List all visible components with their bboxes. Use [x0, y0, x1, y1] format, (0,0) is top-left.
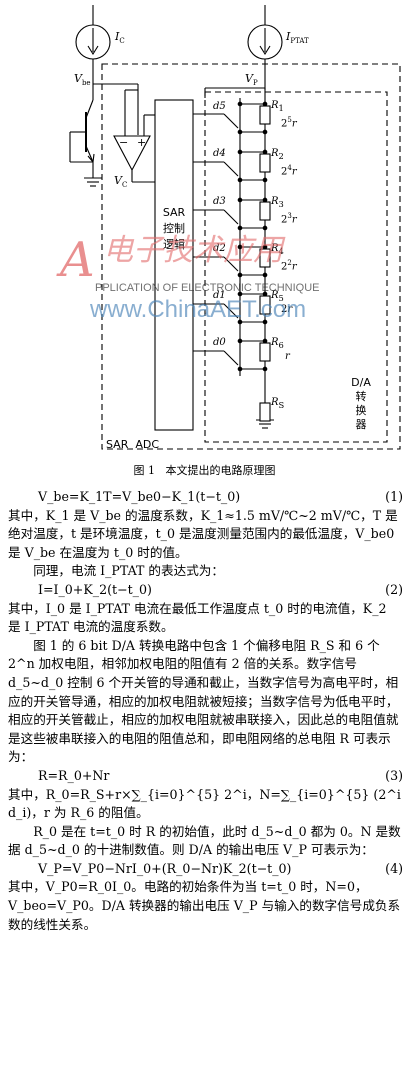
sar-logic-label: SAR 控制 逻辑 [162, 206, 186, 251]
watermark-logo-icon: A [60, 232, 95, 288]
switch-icon [193, 101, 268, 135]
resistor-label-rs: RS [271, 397, 285, 410]
switch-icon [193, 244, 268, 278]
resistor-label-r3: R3 23r [271, 196, 297, 226]
label-vp: VP [245, 72, 258, 88]
resistor-icon [259, 402, 271, 422]
sar-logic-block [154, 99, 194, 431]
comparator-minus: − [119, 136, 129, 149]
resistor-icon [259, 342, 271, 362]
switch-label-d2: d2 [213, 243, 226, 254]
switch-label-d0: d0 [213, 337, 226, 348]
body-text: V_be=K_1T=V_be0−K_1(t−t_0)(1) 其中，K_1 是 V… [8, 488, 403, 934]
comparator-icon [113, 135, 151, 172]
switch-label-d5: d5 [213, 101, 226, 112]
paragraph-1: 其中，K_1 是 V_be 的温度系数，K_1≈1.5 mV/℃~2 mV/℃，… [8, 507, 398, 560]
circuit-figure [69, 5, 401, 450]
figure-caption: 图 1 本文提出的电路原理图 [133, 464, 276, 477]
switch-label-d4: d4 [213, 148, 226, 159]
resistor-label-r5: R5 2r [271, 290, 293, 315]
watermark-top: A 电子技术应用 PPLICATION OF ELECTRONIC TECHNI… [60, 232, 320, 323]
switch-icon [193, 291, 268, 325]
paragraph-2: 同理，电流 I_PTAT 的表达式为： [33, 563, 224, 579]
equation-2: I=I_0+K_2(t−t_0)(2) [38, 581, 403, 597]
sar-adc-label: SAR ADC [106, 438, 160, 451]
sar-adc-box [101, 63, 401, 450]
equation-1: V_be=K_1T=V_be0−K_1(t−t_0)(1) [38, 489, 403, 504]
paragraph-5: 其中，R_0=R_S+r×∑_{i=0}^{5} 2^i，N=∑_{i=0}^{… [8, 786, 401, 821]
resistor-icon [259, 153, 271, 173]
comparator-plus: + [137, 136, 147, 149]
da-converter-box [204, 91, 388, 443]
label-vbe: Vbe [74, 72, 91, 88]
label-ic: IC [115, 30, 125, 46]
switch-icon [193, 149, 268, 183]
paragraph-7: 其中，V_P0=R_0I_0。电路的初始条件为当 t=t_0 时，N=0，V_b… [8, 879, 401, 932]
switch-icon [193, 338, 268, 372]
equation-3: R=R_0+Nr(3) [38, 767, 403, 783]
paragraph-4: 图 1 的 6 bit D/A 转换电路中包含 1 个偏移电阻 R_S 和 6 … [8, 637, 399, 765]
label-vc: VC [114, 174, 128, 190]
da-converter-label: D/A 转 换 器 [351, 376, 371, 431]
resistor-icon [259, 201, 271, 221]
paragraph-6: R_0 是在 t=t_0 时 R 的初始值，此时 d_5~d_0 都为 0。N … [8, 823, 401, 858]
resistor-label-r2: R2 24r [271, 148, 297, 178]
label-iptat: IPTAT [286, 30, 309, 46]
resistor-icon [259, 105, 271, 125]
switch-icon [193, 197, 268, 231]
switch-label-d3: d3 [213, 196, 226, 207]
resistor-label-r4: R4 22r [271, 243, 297, 273]
resistor-label-r1: R1 25r [271, 100, 297, 130]
paragraph-3: 其中，I_0 是 I_PTAT 电流在最低工作温度点 t_0 时的电流值，K_2… [8, 600, 387, 635]
equation-4: V_P=V_P0−NrI_0+(R_0−Nr)K_2(t−t_0)(4) [38, 860, 403, 876]
switch-label-d1: d1 [213, 290, 226, 301]
resistor-label-r6: R6 r [271, 337, 290, 362]
